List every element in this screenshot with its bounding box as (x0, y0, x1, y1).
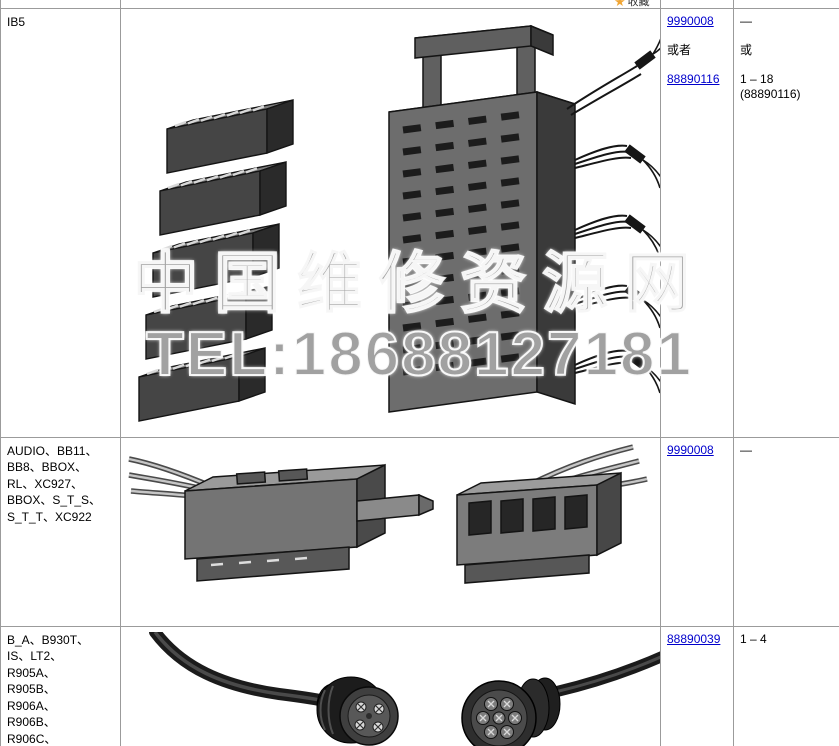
wire-bundle-1 (574, 143, 660, 188)
right-round-connector (461, 651, 660, 746)
part-number-cell: 9990008 (660, 436, 734, 627)
application-cell: B_A、B930T、 IS、LT2、 R905A、 R905B、 R906A、 … (0, 625, 121, 746)
application-cell: AUDIO、BB11、 BB8、BBOX、 RL、XC927、 BBOX、S_T… (0, 436, 121, 627)
part-number-cell: 9990008 或者 88890116 (660, 7, 734, 438)
illustration-cell (120, 436, 661, 627)
table-row-partial (0, 0, 839, 9)
rectangular-connectors-illustration (128, 443, 648, 584)
quantity-cell: — 或 1 – 18 (88890116) (733, 7, 839, 438)
quantity-cell: — (733, 436, 839, 627)
part-number-cell: 88890039 (660, 625, 734, 746)
wire-bundle-top (566, 39, 660, 116)
table-row-ib5: IB5 (0, 7, 839, 438)
round-connectors-illustration (149, 631, 660, 746)
application-text: AUDIO、BB11、 BB8、BBOX、 RL、XC927、 BBOX、S_T… (7, 443, 102, 524)
table-row-audio: AUDIO、BB11、 BB8、BBOX、 RL、XC927、 BBOX、S_T… (0, 436, 839, 627)
part-number-link[interactable]: 88890039 (667, 631, 721, 646)
application-text: IB5 (7, 14, 26, 29)
table-row-ba: B_A、B930T、 IS、LT2、 R905A、 R905B、 R906A、 … (0, 625, 839, 746)
or-label: 或者 (667, 42, 692, 57)
left-connector-housing (184, 463, 434, 582)
harness-tower (388, 24, 576, 413)
quantity-note: (88890116) (740, 86, 801, 101)
favorite-label: 收藏 (627, 0, 650, 8)
application-text: B_A、B930T、 IS、LT2、 R905A、 R905B、 R906A、 … (7, 632, 90, 746)
stacked-connector-and-harness-illustration (137, 24, 660, 422)
left-round-connector (149, 631, 399, 746)
illustration-cell (120, 625, 661, 746)
part-number-link[interactable]: 88890116 (667, 71, 720, 86)
star-icon: ★ (614, 0, 626, 9)
wire-bundle-4 (574, 348, 660, 393)
favorite-button[interactable]: ★ 收藏 (614, 0, 650, 9)
wire-bundle-2 (574, 213, 660, 258)
quantity-cell: 1 – 4 (733, 625, 839, 746)
right-connector-housing (456, 471, 622, 584)
connector-module-stack (137, 98, 295, 422)
quantity-value: — (740, 13, 752, 28)
quantity-range: 1 – 18 (740, 71, 774, 86)
wire-bundle-3 (574, 283, 660, 328)
part-number-link[interactable]: 9990008 (667, 442, 714, 457)
application-cell: IB5 (0, 7, 121, 438)
quantity-or-label: 或 (740, 42, 753, 57)
part-number-link[interactable]: 9990008 (667, 13, 714, 28)
quantity-value: — (740, 442, 752, 457)
quantity-range: 1 – 4 (740, 631, 767, 646)
illustration-cell (120, 7, 661, 438)
